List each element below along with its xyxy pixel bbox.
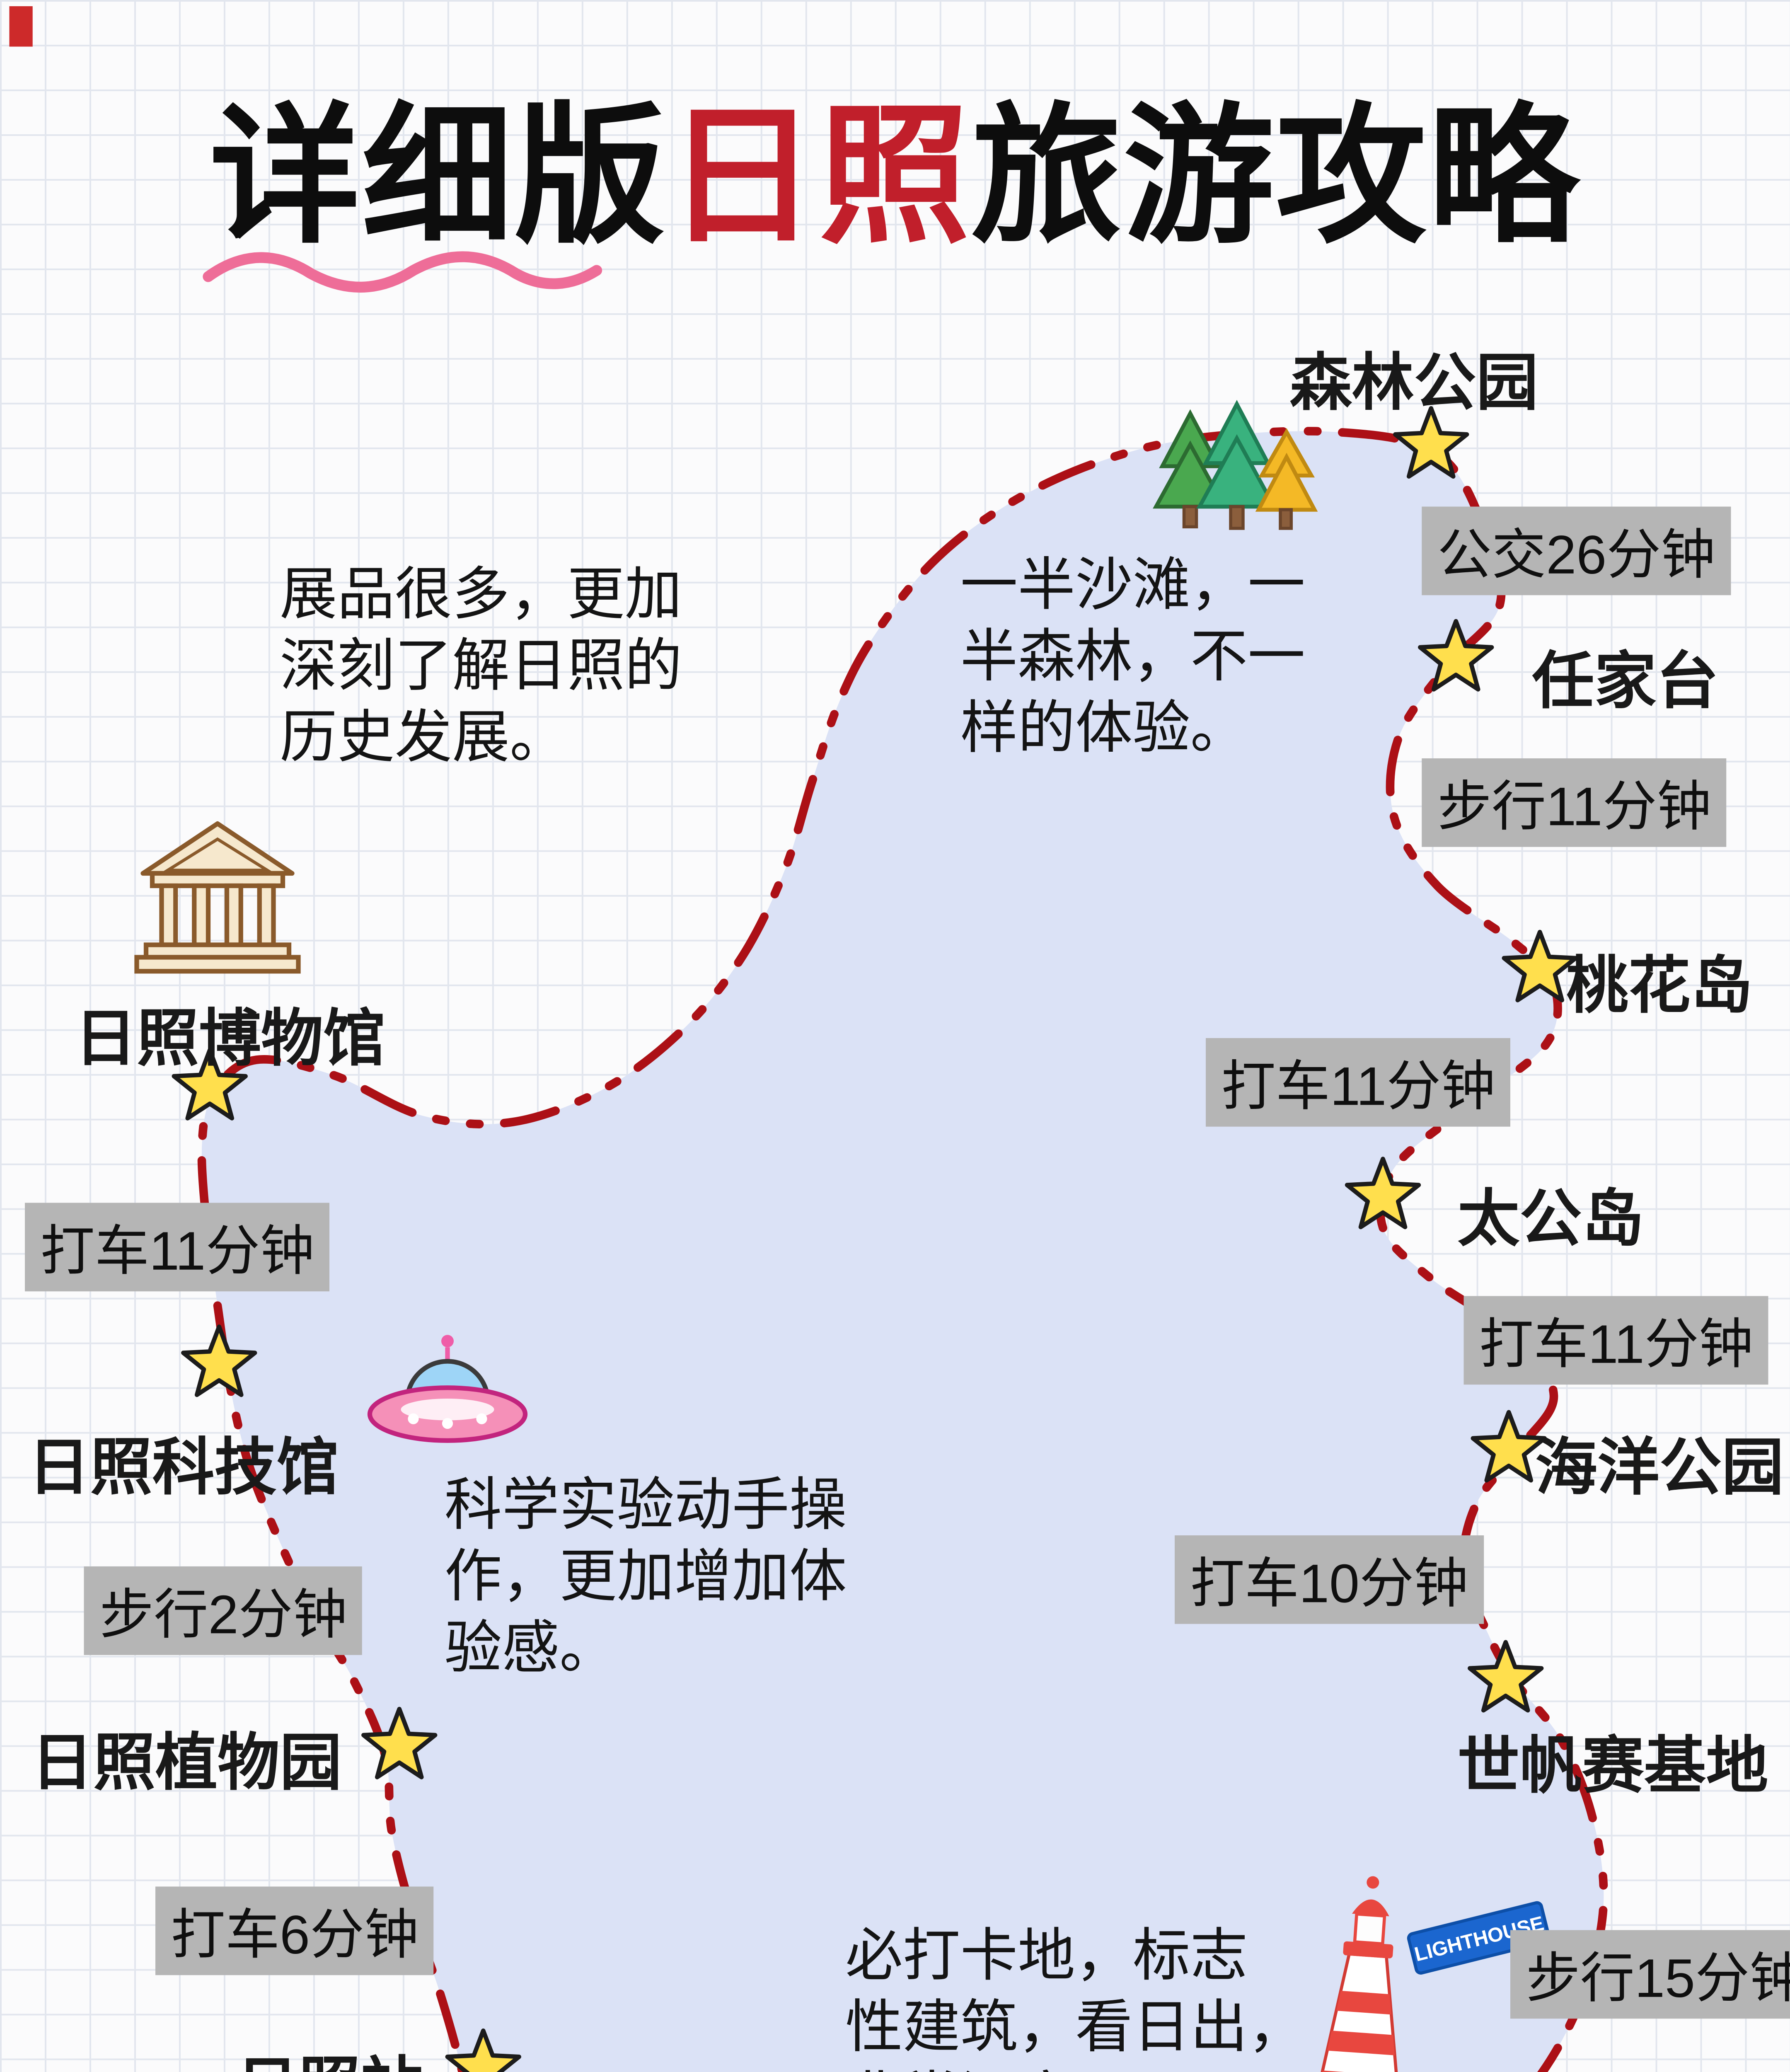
transport-badge-walk-11: 步行11分钟 <box>1422 758 1727 847</box>
star-marker-science-museum <box>176 1321 263 1408</box>
note-museum: 展品很多，更加 深刻了解日照的 历史发展。 <box>280 562 682 769</box>
location-label-renjiatai: 任家台 <box>1532 648 1719 716</box>
corner-mark <box>9 6 33 47</box>
ufo-icon <box>367 1335 528 1443</box>
location-label-taohua-island: 桃花岛 <box>1566 952 1753 1021</box>
location-label-botanical-garden: 日照植物园 <box>31 1729 342 1798</box>
transport-badge-walk-15: 步行15分钟 <box>1510 1930 1790 2019</box>
note-lighthouse: 必打卡地，标志 性建筑，看日出， 非常漂亮。 <box>845 1924 1305 2072</box>
lighthouse-tower <box>1316 1876 1408 2072</box>
transport-badge-taxi-11c: 打车11分钟 <box>25 1203 330 1292</box>
star-marker-sailing-base <box>1462 1636 1549 1723</box>
transport-badge-bus-26: 公交26分钟 <box>1422 506 1731 595</box>
location-label-taigong-island: 太公岛 <box>1457 1186 1644 1254</box>
museum-building-icon <box>134 821 301 974</box>
transport-badge-taxi-11a: 打车11分钟 <box>1206 1038 1511 1127</box>
page-title: 详细版日照旅游攻略 <box>0 53 1790 272</box>
lighthouse-icon: LIGHTHOUSE <box>1316 1876 1551 2072</box>
title-pre: 详细版 <box>210 92 667 261</box>
title-post: 旅游攻略 <box>971 92 1580 261</box>
note-forest: 一半沙滩，一 半森林，不一 样的体验。 <box>960 553 1306 760</box>
star-marker-renjiatai <box>1413 615 1500 702</box>
star-marker-botanical-garden <box>356 1703 443 1790</box>
transport-badge-taxi-10: 打车10分钟 <box>1175 1535 1484 1624</box>
location-label-forest-park: 森林公园 <box>1289 349 1538 418</box>
title-underline-squiggle <box>203 251 602 293</box>
location-label-sailing-base: 世帆赛基地 <box>1457 1733 1768 1801</box>
pine-trees-icon <box>1153 399 1318 530</box>
location-label-science-museum: 日照科技馆 <box>28 1434 339 1503</box>
transport-badge-taxi-6: 打车6分钟 <box>155 1886 435 1975</box>
location-label-rizhao-station: 日照站 <box>236 2036 423 2072</box>
note-science: 科学实验动手操 作，更加增加体 验感。 <box>444 1473 847 1680</box>
star-marker-taigong-island <box>1340 1153 1427 1240</box>
star-marker-rizhao-station <box>440 2025 527 2072</box>
location-label-rizhao-museum: 日照博物馆 <box>75 1005 385 1074</box>
title-highlight: 日照 <box>666 92 971 261</box>
location-label-ocean-park: 海洋公园 <box>1535 1434 1784 1503</box>
transport-badge-taxi-11b: 打车11分钟 <box>1463 1296 1769 1385</box>
transport-badge-walk-2: 步行2分钟 <box>84 1566 363 1655</box>
